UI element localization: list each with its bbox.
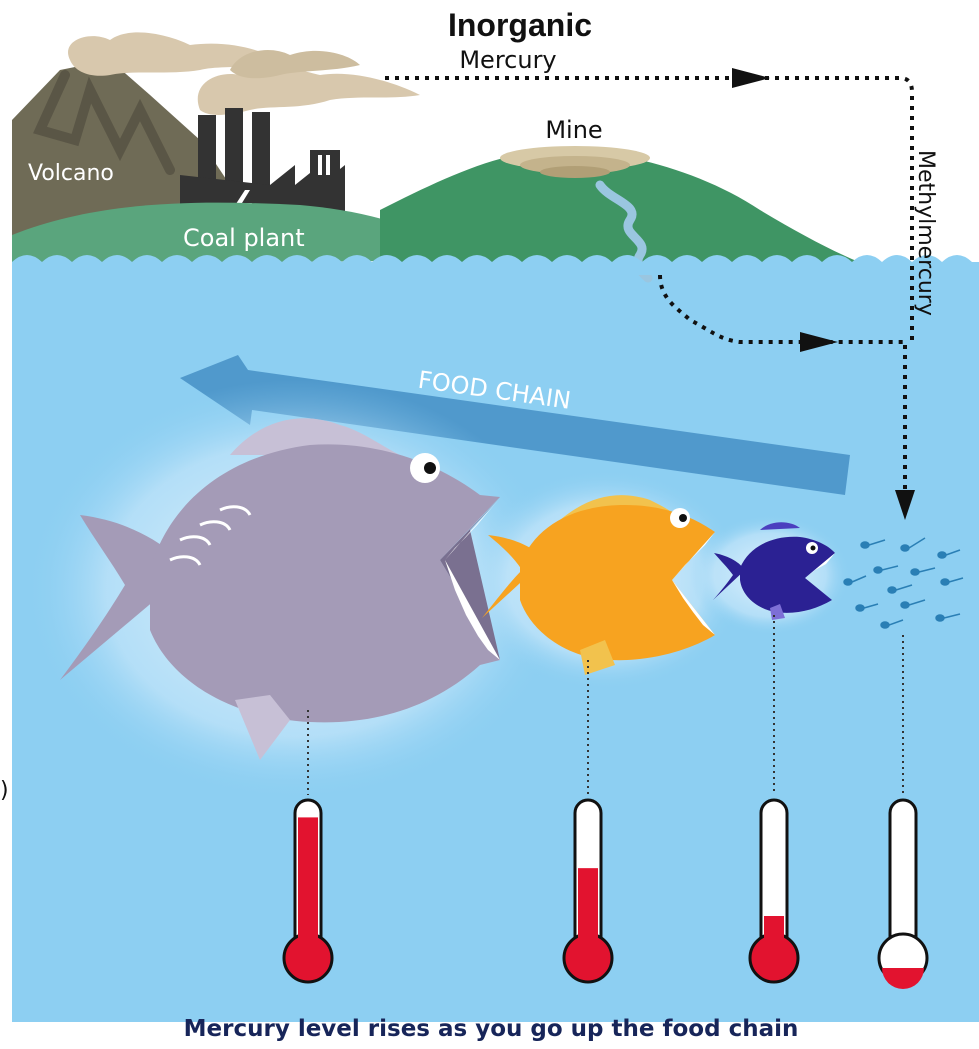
volcano-label: Volcano [28, 161, 114, 186]
inorganic-label: Inorganic [448, 7, 592, 43]
thermometer-mercury-fill [298, 817, 318, 960]
caption-label: Mercury level rises as you go up the foo… [184, 1016, 799, 1042]
thermometer-mercury-fill [764, 916, 784, 960]
mine-label: Mine [545, 116, 602, 144]
mercury-label: Mercury [459, 46, 556, 74]
edge-glyph: ) [0, 778, 9, 803]
thermometer-mercury-fill [578, 868, 598, 960]
thermometer-tube [890, 800, 916, 955]
coal-plant-label: Coal plant [183, 224, 305, 252]
methylmercury-label: Methylmercury [913, 150, 938, 316]
